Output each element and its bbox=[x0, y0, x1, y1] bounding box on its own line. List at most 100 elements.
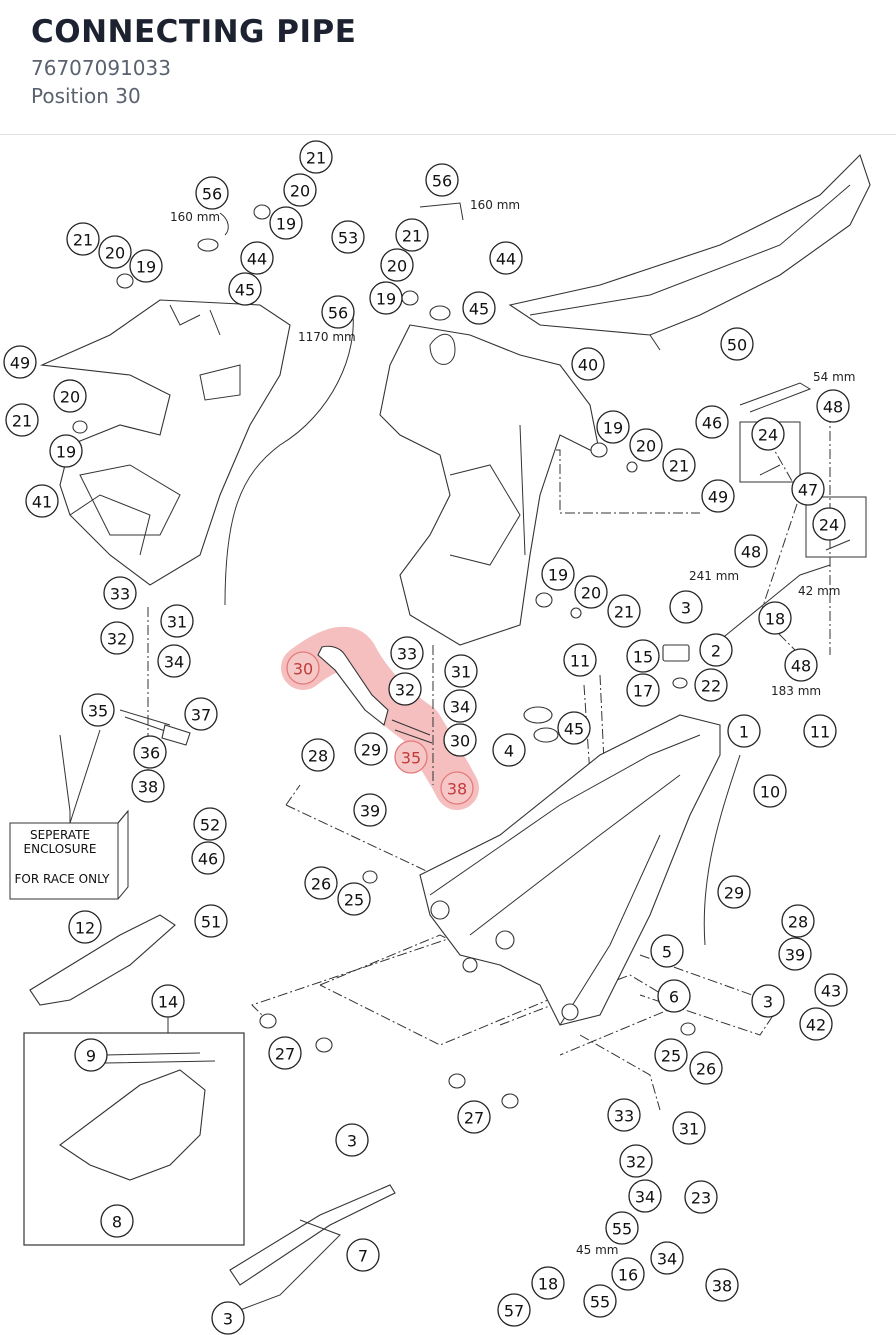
callout-position-21[interactable]: 21 bbox=[66, 222, 100, 256]
callout-position-2[interactable]: 2 bbox=[699, 633, 733, 667]
callout-position-45[interactable]: 45 bbox=[462, 291, 496, 325]
callout-position-38[interactable]: 38 bbox=[131, 769, 165, 803]
callout-position-57[interactable]: 57 bbox=[497, 1293, 531, 1327]
callout-position-20[interactable]: 20 bbox=[283, 173, 317, 207]
callout-position-29[interactable]: 29 bbox=[717, 875, 751, 909]
callout-position-11[interactable]: 11 bbox=[803, 714, 837, 748]
callout-position-20[interactable]: 20 bbox=[98, 235, 132, 269]
callout-position-34[interactable]: 34 bbox=[157, 644, 191, 678]
callout-position-42[interactable]: 42 bbox=[799, 1007, 833, 1041]
callout-position-38[interactable]: 38 bbox=[705, 1268, 739, 1302]
callout-position-3[interactable]: 3 bbox=[211, 1301, 245, 1335]
callout-position-15[interactable]: 15 bbox=[626, 639, 660, 673]
callout-position-14[interactable]: 14 bbox=[151, 984, 185, 1018]
callout-position-41[interactable]: 41 bbox=[25, 484, 59, 518]
callout-position-33[interactable]: 33 bbox=[390, 636, 424, 670]
callout-position-22[interactable]: 22 bbox=[694, 668, 728, 702]
callout-position-1[interactable]: 1 bbox=[727, 714, 761, 748]
callout-position-20[interactable]: 20 bbox=[574, 575, 608, 609]
callout-position-5[interactable]: 5 bbox=[650, 934, 684, 968]
callout-position-35[interactable]: 35 bbox=[394, 740, 428, 774]
callout-position-4[interactable]: 4 bbox=[492, 733, 526, 767]
callout-position-32[interactable]: 32 bbox=[619, 1144, 653, 1178]
callout-position-12[interactable]: 12 bbox=[68, 910, 102, 944]
callout-position-32[interactable]: 32 bbox=[100, 621, 134, 655]
callout-position-30[interactable]: 30 bbox=[286, 651, 320, 685]
callout-position-33[interactable]: 33 bbox=[103, 576, 137, 610]
callout-position-19[interactable]: 19 bbox=[596, 410, 630, 444]
callout-position-26[interactable]: 26 bbox=[304, 866, 338, 900]
callout-position-39[interactable]: 39 bbox=[778, 937, 812, 971]
callout-position-46[interactable]: 46 bbox=[695, 405, 729, 439]
callout-position-32[interactable]: 32 bbox=[388, 672, 422, 706]
callout-position-56[interactable]: 56 bbox=[321, 295, 355, 329]
callout-position-28[interactable]: 28 bbox=[781, 904, 815, 938]
callout-position-48[interactable]: 48 bbox=[734, 534, 768, 568]
callout-position-34[interactable]: 34 bbox=[443, 689, 477, 723]
callout-position-23[interactable]: 23 bbox=[684, 1180, 718, 1214]
callout-position-31[interactable]: 31 bbox=[444, 654, 478, 688]
callout-position-34[interactable]: 34 bbox=[628, 1179, 662, 1213]
callout-position-26[interactable]: 26 bbox=[689, 1051, 723, 1085]
callout-position-33[interactable]: 33 bbox=[607, 1098, 641, 1132]
callout-position-53[interactable]: 53 bbox=[331, 220, 365, 254]
callout-position-21[interactable]: 21 bbox=[607, 594, 641, 628]
callout-position-40[interactable]: 40 bbox=[571, 347, 605, 381]
callout-position-45[interactable]: 45 bbox=[228, 272, 262, 306]
callout-position-43[interactable]: 43 bbox=[814, 973, 848, 1007]
callout-position-6[interactable]: 6 bbox=[657, 979, 691, 1013]
callout-position-27[interactable]: 27 bbox=[268, 1036, 302, 1070]
callout-position-21[interactable]: 21 bbox=[662, 448, 696, 482]
callout-position-25[interactable]: 25 bbox=[337, 882, 371, 916]
callout-position-35[interactable]: 35 bbox=[81, 693, 115, 727]
callout-position-49[interactable]: 49 bbox=[701, 479, 735, 513]
callout-position-37[interactable]: 37 bbox=[184, 697, 218, 731]
callout-position-38[interactable]: 38 bbox=[440, 771, 474, 805]
callout-position-50[interactable]: 50 bbox=[720, 327, 754, 361]
callout-position-44[interactable]: 44 bbox=[240, 241, 274, 275]
callout-position-39[interactable]: 39 bbox=[353, 793, 387, 827]
callout-position-20[interactable]: 20 bbox=[53, 379, 87, 413]
callout-position-29[interactable]: 29 bbox=[354, 732, 388, 766]
callout-position-17[interactable]: 17 bbox=[626, 673, 660, 707]
callout-position-48[interactable]: 48 bbox=[816, 389, 850, 423]
callout-position-48[interactable]: 48 bbox=[784, 648, 818, 682]
callout-position-52[interactable]: 52 bbox=[193, 807, 227, 841]
callout-position-55[interactable]: 55 bbox=[583, 1284, 617, 1318]
callout-position-24[interactable]: 24 bbox=[812, 507, 846, 541]
callout-position-18[interactable]: 18 bbox=[758, 601, 792, 635]
callout-position-9[interactable]: 9 bbox=[74, 1038, 108, 1072]
callout-position-7[interactable]: 7 bbox=[346, 1238, 380, 1272]
callout-position-19[interactable]: 19 bbox=[369, 281, 403, 315]
callout-position-16[interactable]: 16 bbox=[611, 1257, 645, 1291]
callout-position-19[interactable]: 19 bbox=[49, 434, 83, 468]
callout-position-56[interactable]: 56 bbox=[195, 176, 229, 210]
callout-position-3[interactable]: 3 bbox=[335, 1123, 369, 1157]
callout-position-31[interactable]: 31 bbox=[672, 1111, 706, 1145]
callout-position-21[interactable]: 21 bbox=[395, 218, 429, 252]
callout-position-46[interactable]: 46 bbox=[191, 841, 225, 875]
callout-position-24[interactable]: 24 bbox=[751, 417, 785, 451]
callout-position-47[interactable]: 47 bbox=[791, 472, 825, 506]
callout-position-56[interactable]: 56 bbox=[425, 163, 459, 197]
callout-position-19[interactable]: 19 bbox=[541, 557, 575, 591]
callout-position-20[interactable]: 20 bbox=[629, 428, 663, 462]
callout-position-27[interactable]: 27 bbox=[457, 1100, 491, 1134]
callout-position-19[interactable]: 19 bbox=[269, 206, 303, 240]
callout-position-10[interactable]: 10 bbox=[753, 774, 787, 808]
callout-position-30[interactable]: 30 bbox=[443, 723, 477, 757]
callout-position-28[interactable]: 28 bbox=[301, 738, 335, 772]
callout-position-3[interactable]: 3 bbox=[751, 984, 785, 1018]
callout-position-18[interactable]: 18 bbox=[531, 1266, 565, 1300]
callout-position-51[interactable]: 51 bbox=[194, 904, 228, 938]
callout-position-25[interactable]: 25 bbox=[654, 1038, 688, 1072]
callout-position-20[interactable]: 20 bbox=[380, 248, 414, 282]
callout-position-36[interactable]: 36 bbox=[133, 735, 167, 769]
callout-position-19[interactable]: 19 bbox=[129, 249, 163, 283]
callout-position-45[interactable]: 45 bbox=[557, 711, 591, 745]
callout-position-3[interactable]: 3 bbox=[669, 590, 703, 624]
callout-position-21[interactable]: 21 bbox=[299, 140, 333, 174]
callout-position-8[interactable]: 8 bbox=[100, 1204, 134, 1238]
callout-position-31[interactable]: 31 bbox=[160, 604, 194, 638]
callout-position-49[interactable]: 49 bbox=[3, 345, 37, 379]
